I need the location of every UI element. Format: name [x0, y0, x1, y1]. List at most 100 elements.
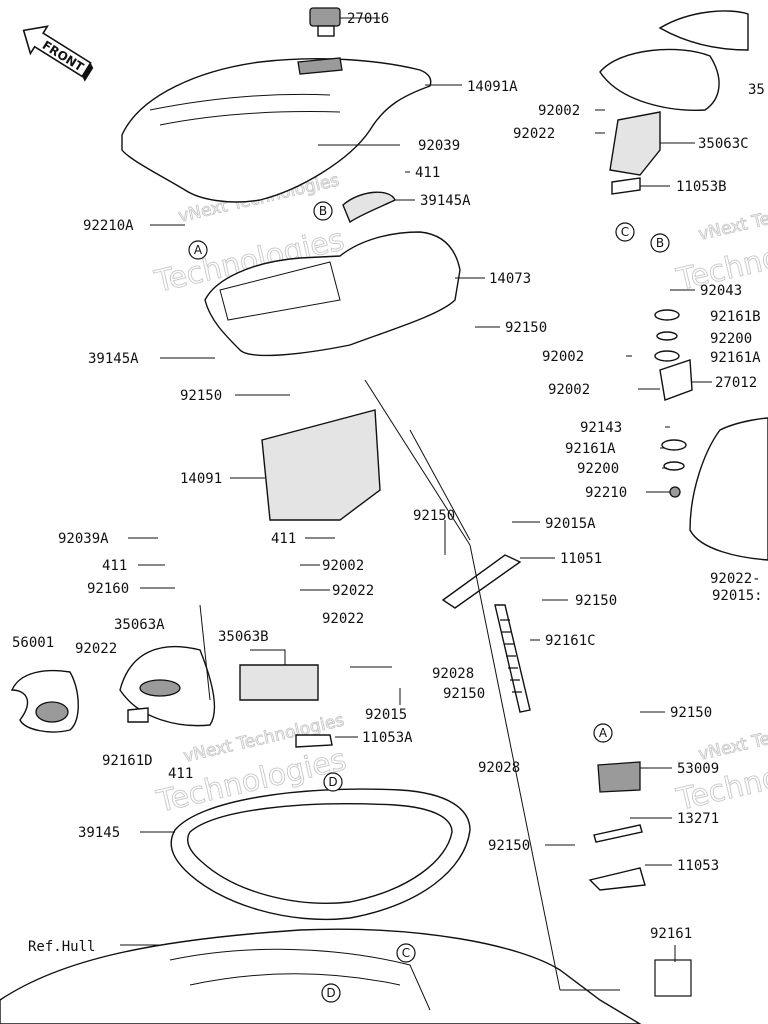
- ref-hull-label: Ref.Hull: [28, 939, 95, 955]
- part-number: 92200: [577, 461, 619, 477]
- ref-label: A: [599, 726, 608, 740]
- part-number: 92161: [650, 926, 692, 942]
- part-number: 92210A: [83, 218, 134, 234]
- part-number: 411: [271, 531, 296, 547]
- part-number: 92002: [542, 349, 584, 365]
- part-number: 411: [415, 165, 440, 181]
- box-35063b: [239, 649, 319, 701]
- left-bracket: [119, 646, 216, 727]
- ref-c-circle: [615, 222, 635, 242]
- part-number: 53009: [677, 761, 719, 777]
- part-number: 56001: [12, 635, 54, 651]
- part-number: 35: [748, 82, 765, 98]
- part-number: 92028: [478, 760, 520, 776]
- part-number: 92022: [332, 583, 374, 599]
- part-number: 13271: [677, 811, 719, 827]
- part-number: 411: [168, 766, 193, 782]
- ref-label: D: [328, 775, 337, 789]
- cup-holder: [10, 669, 79, 733]
- part-number: 39145: [78, 825, 120, 841]
- part-number: 92015: [365, 707, 407, 723]
- seat: [121, 57, 432, 203]
- part-number: 11051: [560, 551, 602, 567]
- label-92161: [654, 959, 692, 997]
- part-number: 92022: [75, 641, 117, 657]
- part-number: 39145A: [88, 351, 139, 367]
- part-number: 92150: [180, 388, 222, 404]
- part-number: 92015:: [712, 588, 763, 604]
- ref-a-circle: [593, 723, 613, 743]
- part-number: 92039: [418, 138, 460, 154]
- part-number: 27012: [715, 375, 757, 391]
- part-number: 92161D: [102, 753, 153, 769]
- part-number: 92022-: [710, 571, 761, 587]
- ref-label: C: [621, 225, 629, 239]
- ref-c-circle: [396, 943, 416, 963]
- part-number: 11053: [677, 858, 719, 874]
- part-number: 92002: [548, 382, 590, 398]
- part-number: 92022: [322, 611, 364, 627]
- washer-stack: [654, 309, 687, 498]
- part-number: 14091A: [467, 79, 518, 95]
- part-number: 92150: [488, 838, 530, 854]
- damper-92161c: [494, 604, 531, 713]
- latch-53009: [588, 761, 646, 891]
- front-arrow-icon: FRONT: [22, 25, 94, 82]
- right-bracket-27012: [659, 359, 693, 401]
- ref-d-circle: [323, 772, 343, 792]
- part-number: 92015A: [545, 516, 596, 532]
- part-number: 92160: [87, 581, 129, 597]
- part-number: 27016: [347, 11, 389, 27]
- right-hull: [689, 417, 768, 561]
- hull: [0, 928, 642, 1024]
- part-number: 92143: [580, 420, 622, 436]
- part-number: 92150: [505, 320, 547, 336]
- part-number: 92150: [575, 593, 617, 609]
- clip-92161d: [127, 707, 149, 723]
- right-cover: [599, 10, 749, 195]
- part-number: 92161A: [710, 350, 761, 366]
- ref-label: A: [194, 243, 203, 257]
- part-number: 92039A: [58, 531, 109, 547]
- part-number: 92150: [413, 508, 455, 524]
- part-number: 411: [102, 558, 127, 574]
- ref-d-circle: [321, 983, 341, 1003]
- part-number: 35063A: [114, 617, 165, 633]
- part-number: 39145A: [420, 193, 471, 209]
- part-number: 92161C: [545, 633, 596, 649]
- part-number: 14073: [489, 271, 531, 287]
- part-number: 35063B: [218, 629, 269, 645]
- ref-label: B: [319, 204, 327, 218]
- part-number: 92002: [322, 558, 364, 574]
- part-number: 92028: [432, 666, 474, 682]
- part-number: 92150: [443, 686, 485, 702]
- part-number: 92002: [538, 103, 580, 119]
- panel: [261, 409, 381, 521]
- ref-b-circle: [313, 201, 333, 221]
- ref-b-circle: [650, 233, 670, 253]
- ref-label: D: [326, 986, 335, 1000]
- ref-label: C: [402, 946, 410, 960]
- part-number: 92210: [585, 485, 627, 501]
- part-number: 92161B: [710, 309, 761, 325]
- ref-a-circle: [188, 240, 208, 260]
- svg-text:vNext Technologies: vNext Technologies: [697, 188, 768, 244]
- part-number: 92150: [670, 705, 712, 721]
- stay-bracket: [409, 429, 522, 609]
- part-number: 35063C: [698, 136, 749, 152]
- part-number: 92022: [513, 126, 555, 142]
- part-number: 11053B: [676, 179, 727, 195]
- part-number: 11053A: [362, 730, 413, 746]
- part-number: 92043: [700, 283, 742, 299]
- part-labels: 27016 14091A 92039 411 39145A 92210A 140…: [12, 11, 765, 955]
- bracket-11053a: [295, 734, 333, 748]
- part-number: 14091: [180, 471, 222, 487]
- ref-label: B: [656, 236, 664, 250]
- ref-circles: B A C B D A C D: [188, 201, 670, 1003]
- part-number: 92161A: [565, 441, 616, 457]
- hatch-cover: [204, 191, 461, 357]
- leader-lines: [120, 17, 712, 991]
- gasket: [170, 788, 471, 921]
- part-number: 92200: [710, 331, 752, 347]
